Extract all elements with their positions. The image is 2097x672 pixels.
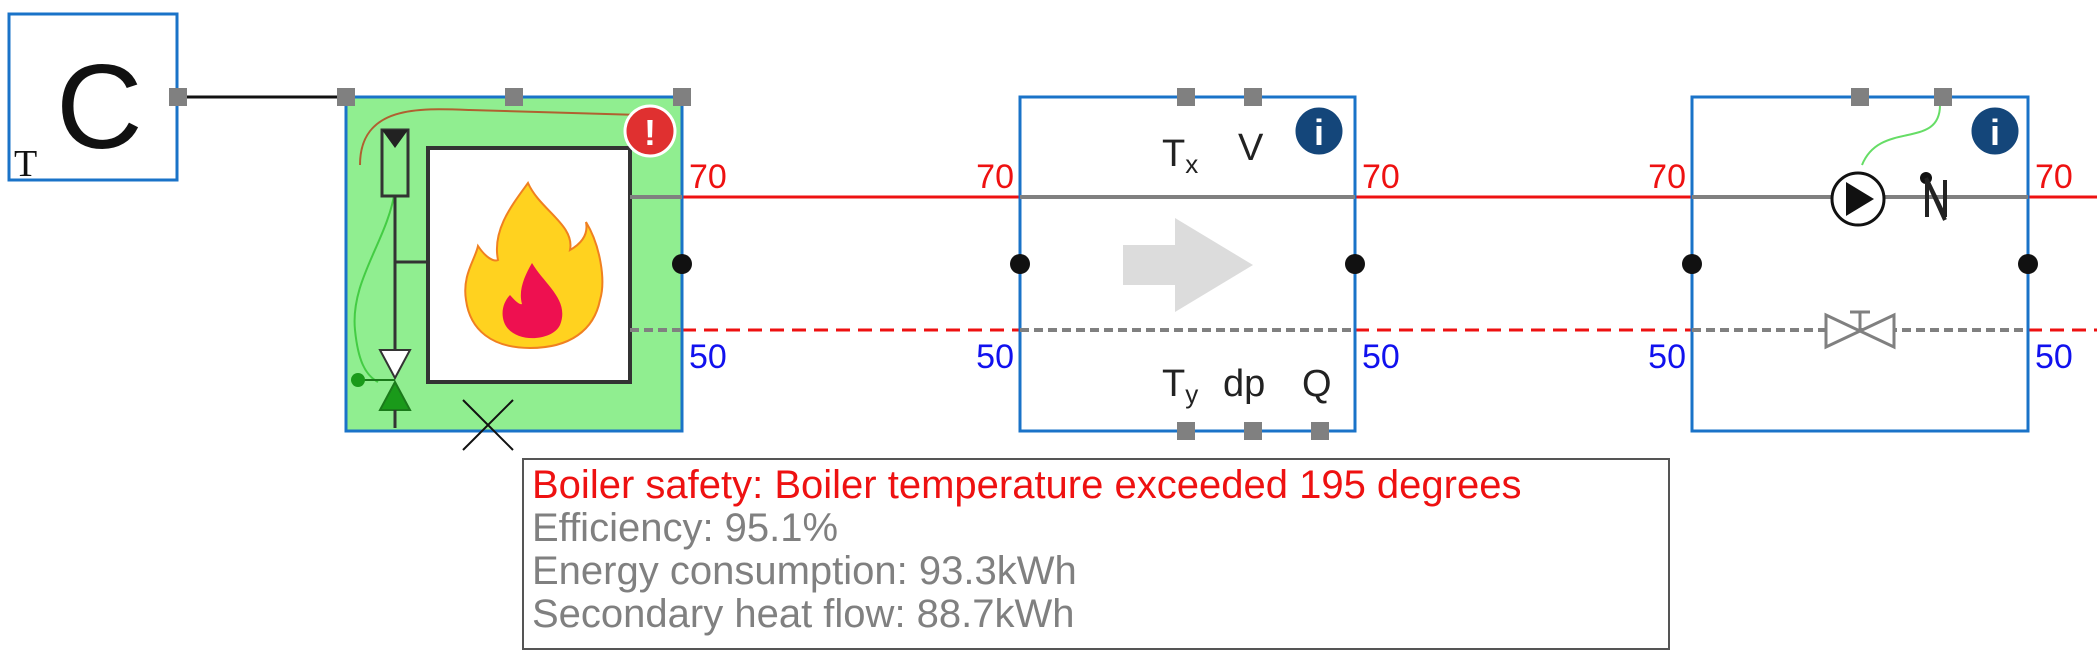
supply-temp-label: 70: [1362, 158, 1400, 196]
pump-port[interactable]: [1934, 88, 1952, 106]
return-temp-label: 50: [689, 338, 727, 376]
check-valve-icon: [1920, 172, 1947, 221]
pump-info-badge[interactable]: i: [1968, 104, 2022, 158]
supply-temp-label: 70: [976, 158, 1014, 196]
mixer-port[interactable]: [1244, 88, 1262, 106]
supply-temp-label: 70: [689, 158, 727, 196]
info-icon: i: [1314, 112, 1324, 153]
pump-connector-left[interactable]: [1682, 254, 1702, 274]
mixer-label-tx: Tx: [1162, 133, 1198, 179]
pump-icon: [1830, 171, 1886, 227]
boiler-connector[interactable]: [672, 254, 692, 274]
return-temp-label: 50: [2035, 338, 2073, 376]
mixer-label-ty: Ty: [1162, 363, 1198, 409]
controller-block[interactable]: C T: [7, 12, 179, 185]
mixer-port[interactable]: [1177, 88, 1195, 106]
mixer-block[interactable]: Tx V Ty dp Q: [1018, 95, 1357, 433]
controller-subscript: T: [14, 143, 37, 185]
pump-block[interactable]: [1690, 95, 2030, 433]
boiler-port[interactable]: [337, 88, 355, 106]
supply-temp-label: 70: [1648, 158, 1686, 196]
controller-letter: C: [56, 40, 143, 174]
boiler-block[interactable]: [344, 95, 684, 433]
flow-direction-arrow-icon: [1123, 218, 1253, 312]
supply-temp-label: 70: [2035, 158, 2073, 196]
boiler-port[interactable]: [505, 88, 523, 106]
mixer-port[interactable]: [1311, 422, 1329, 440]
mixer-connector-left[interactable]: [1010, 254, 1030, 274]
sensor-wire: [353, 189, 396, 383]
boiler-tooltip: Boiler safety: Boiler temperature exceed…: [522, 458, 1670, 650]
mixer-port[interactable]: [1244, 422, 1262, 440]
tooltip-efficiency: Efficiency: 95.1%: [532, 506, 839, 550]
return-temp-label: 50: [1648, 338, 1686, 376]
warning-badge[interactable]: !: [623, 104, 677, 158]
flame-icon: [464, 181, 604, 350]
pump-connector-right[interactable]: [2018, 254, 2038, 274]
balancing-valve-icon: [1824, 310, 1896, 350]
delete-marker-icon[interactable]: [462, 399, 514, 451]
boiler-port[interactable]: [673, 88, 691, 106]
mixer-label-dp: dp: [1223, 363, 1265, 405]
info-icon: i: [1990, 112, 2000, 153]
mixer-port[interactable]: [1177, 422, 1195, 440]
mixer-label-v: V: [1238, 127, 1264, 169]
tooltip-secondary-heat-flow: Secondary heat flow: 88.7kWh: [532, 592, 1075, 636]
return-temp-label: 50: [1362, 338, 1400, 376]
controller-port[interactable]: [169, 88, 187, 106]
mixer-info-badge[interactable]: i: [1292, 104, 1346, 158]
pump-port[interactable]: [1851, 88, 1869, 106]
tooltip-error-message: Boiler safety: Boiler temperature exceed…: [532, 463, 1522, 507]
mixer-label-q: Q: [1302, 363, 1332, 405]
return-temp-label: 50: [976, 338, 1014, 376]
valve-icon: [378, 349, 412, 381]
tooltip-energy-consumption: Energy consumption: 93.3kWh: [532, 549, 1077, 593]
warning-icon: !: [644, 112, 656, 153]
mixer-connector-right[interactable]: [1345, 254, 1365, 274]
